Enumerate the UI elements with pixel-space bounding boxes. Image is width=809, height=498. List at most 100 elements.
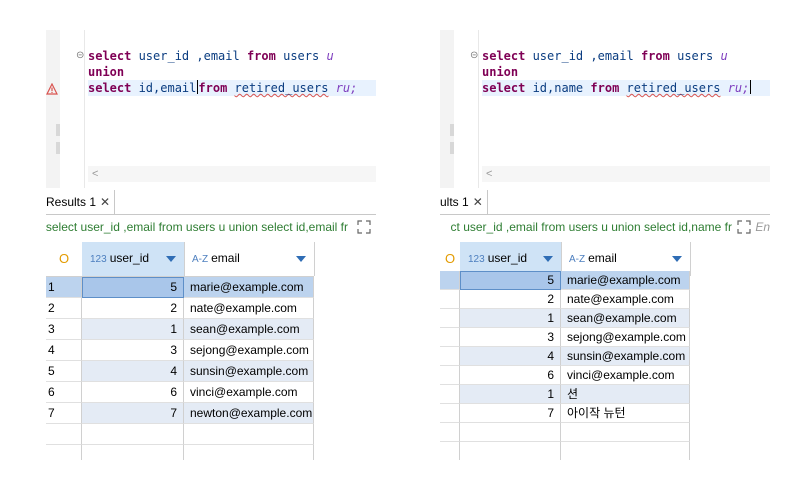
cell-email[interactable]: sejong@example.com: [561, 328, 690, 347]
row-number[interactable]: 2: [46, 298, 82, 319]
cell-user-id[interactable]: 5: [460, 271, 561, 290]
cell-email[interactable]: sean@example.com: [561, 309, 690, 328]
row-number[interactable]: [440, 385, 460, 404]
cell-user-id[interactable]: [460, 442, 561, 460]
sort-dropdown-icon[interactable]: [296, 256, 306, 262]
code-line[interactable]: union: [88, 64, 376, 80]
tab-results-1[interactable]: Results 1✕: [46, 190, 116, 214]
cell-user-id[interactable]: 1: [460, 385, 561, 404]
cell-user-id[interactable]: 6: [82, 382, 184, 403]
cell-user-id[interactable]: 3: [82, 340, 184, 361]
cell-user-id[interactable]: 6: [460, 366, 561, 385]
cell-email[interactable]: sunsin@example.com: [184, 361, 314, 382]
row-number[interactable]: [440, 290, 460, 309]
cell-email[interactable]: sejong@example.com: [184, 340, 314, 361]
cell-user-id[interactable]: [82, 424, 184, 445]
cell-email[interactable]: [561, 442, 690, 460]
cell-user-id[interactable]: 7: [82, 403, 184, 424]
cell-user-id[interactable]: 7: [460, 404, 561, 423]
cell-user-id[interactable]: 5: [82, 277, 184, 298]
row-number[interactable]: [440, 366, 460, 385]
maximize-icon[interactable]: [356, 220, 372, 234]
scroll-left-arrow-icon[interactable]: <: [92, 168, 99, 180]
cell-user-id[interactable]: 2: [460, 290, 561, 309]
cell-email[interactable]: [184, 424, 314, 445]
code-line[interactable]: select user_id ,email from users u: [88, 48, 376, 64]
row-number[interactable]: [440, 347, 460, 366]
row-number[interactable]: [46, 445, 82, 460]
cell-email[interactable]: marie@example.com: [184, 277, 314, 298]
row-number[interactable]: 1: [46, 277, 82, 298]
fold-toggle-icon[interactable]: ⊝: [76, 50, 85, 61]
cell-email[interactable]: newton@example.com: [184, 403, 314, 424]
cell-user-id[interactable]: 1: [460, 309, 561, 328]
row-number[interactable]: [46, 424, 82, 445]
row-number[interactable]: [440, 442, 460, 460]
cell-user-id[interactable]: 2: [82, 298, 184, 319]
row-number[interactable]: [440, 271, 460, 290]
cell-user-id[interactable]: 3: [460, 328, 561, 347]
row-number[interactable]: 7: [46, 403, 82, 424]
code-line[interactable]: union: [482, 64, 770, 80]
cell-email[interactable]: marie@example.com: [561, 271, 690, 290]
query-filter-bar[interactable]: select user_id ,email from users u union…: [46, 216, 376, 238]
cell-email[interactable]: 아이작 뉴턴: [561, 404, 690, 423]
row-number[interactable]: 6: [46, 382, 82, 403]
query-filter-bar[interactable]: ct user_id ,email from users u union sel…: [440, 216, 770, 238]
sql-editor[interactable]: select user_id ,email from users u⊝union…: [46, 30, 376, 188]
horizontal-scrollbar[interactable]: <: [88, 166, 376, 182]
cell-user-id[interactable]: [460, 423, 561, 442]
cell-email[interactable]: [561, 423, 690, 442]
row-number[interactable]: 5: [46, 361, 82, 382]
maximize-icon[interactable]: [736, 220, 752, 234]
cell-email[interactable]: vinci@example.com: [561, 366, 690, 385]
cell-user-id[interactable]: 1: [82, 319, 184, 340]
close-icon[interactable]: ✕: [100, 195, 111, 209]
sort-dropdown-icon[interactable]: [672, 256, 682, 262]
close-icon[interactable]: ✕: [472, 195, 483, 209]
fold-toggle-icon[interactable]: ⊝: [470, 50, 479, 61]
code-line[interactable]: select user_id ,email from users u: [482, 48, 770, 64]
cell-email[interactable]: nate@example.com: [184, 298, 314, 319]
cell-email[interactable]: nate@example.com: [561, 290, 690, 309]
row-number[interactable]: 3: [46, 319, 82, 340]
row-number[interactable]: [440, 328, 460, 347]
row-number[interactable]: 4: [46, 340, 82, 361]
sort-dropdown-icon[interactable]: [543, 256, 553, 262]
cell-email[interactable]: 션: [561, 385, 690, 404]
sql-editor[interactable]: select user_id ,email from users u⊝union…: [440, 30, 770, 188]
scroll-left-arrow-icon[interactable]: <: [486, 168, 493, 180]
cell-email[interactable]: [184, 445, 314, 460]
cell-email[interactable]: sean@example.com: [184, 319, 314, 340]
row-number[interactable]: [440, 309, 460, 328]
cell-user-id[interactable]: 4: [82, 361, 184, 382]
cell-email[interactable]: vinci@example.com: [184, 382, 314, 403]
sort-dropdown-icon[interactable]: [166, 256, 176, 262]
cell-user-id[interactable]: [82, 445, 184, 460]
horizontal-scrollbar[interactable]: <: [482, 166, 770, 182]
cell-email[interactable]: sunsin@example.com: [561, 347, 690, 366]
tab-results-1[interactable]: ults 1✕: [440, 190, 488, 214]
